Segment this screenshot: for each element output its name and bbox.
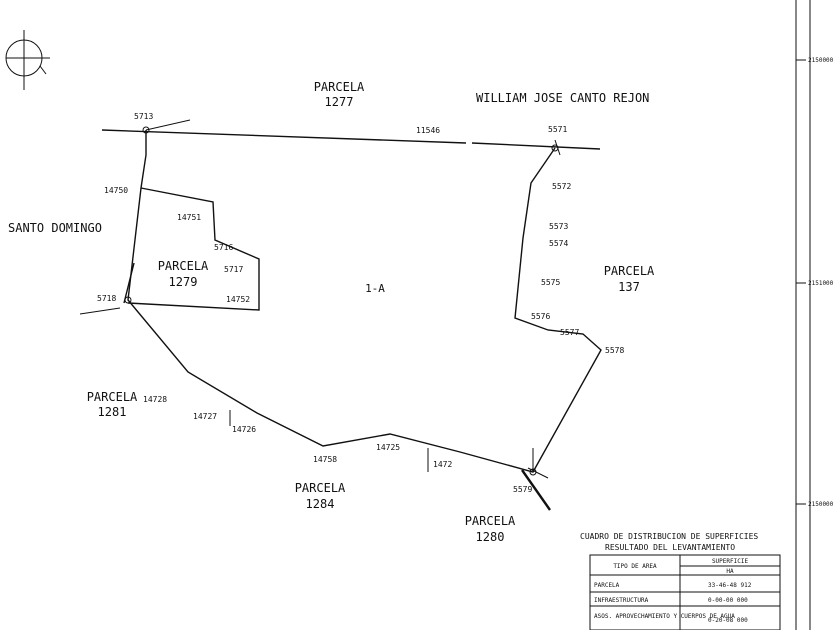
vertex-5579: 5579 (513, 485, 532, 494)
vertex-5572: 5572 (552, 182, 571, 191)
vertex-11546: 11546 (416, 126, 440, 135)
table-row-type: PARCELA (594, 582, 620, 589)
north-boundary (101, 119, 601, 156)
vertex-14751: 14751 (177, 213, 201, 222)
table-col2-header: SUPERFICIE (712, 558, 749, 565)
vertex-5575: 5575 (541, 278, 560, 287)
parcel-1280-number: 1280 (476, 530, 505, 544)
table-row-area: 33-46-48 912 (708, 582, 752, 589)
vertex-5574: 5574 (549, 239, 568, 248)
vertex-5573: 5573 (549, 222, 568, 231)
vertex-14750: 14750 (104, 186, 128, 195)
vertex-5713: 5713 (134, 112, 153, 121)
west-stubs (79, 262, 135, 315)
parcel-1279-name: PARCELA (158, 259, 209, 273)
vertex-14728: 14728 (143, 395, 167, 404)
vertex-markers (124, 126, 559, 476)
vertex-5716: 5716 (214, 243, 233, 252)
vertex-5578: 5578 (605, 346, 624, 355)
parcel-1a-boundary (127, 130, 602, 473)
owner-north-east: WILLIAM JOSE CANTO REJON (476, 91, 649, 105)
parcel-1277-number: 1277 (325, 95, 354, 109)
table-row-type: INFRAESTRUCTURA (594, 597, 649, 604)
table-col2-sub: HA (726, 568, 734, 575)
vertex-14727: 14727 (193, 412, 217, 421)
table-row-type: ASOS. APROVECHAMIENTO Y CUERPOS DE AGUA (594, 613, 735, 620)
table-title-line2: RESULTADO DEL LEVANTAMIENTO (605, 543, 735, 552)
parcel-1281-name: PARCELA (87, 390, 138, 404)
vertex-5571: 5571 (548, 125, 567, 134)
coordinate-mid: 2151000 (808, 280, 834, 287)
vertex-14752: 14752 (226, 295, 250, 304)
table-col1-header: TIPO DE AREA (613, 563, 657, 570)
parcel-137-name: PARCELA (604, 264, 655, 278)
vertex-5577: 5577 (560, 328, 579, 337)
map-frame-right (795, 0, 811, 630)
north-arrow-icon (5, 30, 50, 90)
table-row-area: 0-20-08 000 (708, 617, 748, 624)
vertex-14726: 14726 (232, 425, 256, 434)
coordinate-bottom: 2150000 (808, 501, 834, 508)
vertex-1472: 1472 (433, 460, 452, 469)
parcel-center-label: 1-A (365, 282, 385, 295)
parcel-137-number: 137 (618, 280, 640, 294)
parcel-1284-name: PARCELA (295, 481, 346, 495)
vertex-5576: 5576 (531, 312, 550, 321)
parcel-1279-boundary (127, 187, 260, 311)
vertex-5717: 5717 (224, 265, 243, 274)
corner-marks (229, 410, 551, 511)
vertex-14725: 14725 (376, 443, 400, 452)
parcel-1284-number: 1284 (306, 497, 335, 511)
parcel-1279-number: 1279 (169, 275, 198, 289)
owner-west: SANTO DOMINGO (8, 221, 102, 235)
table-title-line1: CUADRO DE DISTRIBUCION DE SUPERFICIES (580, 532, 758, 541)
vertex-14758: 14758 (313, 455, 337, 464)
parcel-1281-number: 1281 (98, 405, 127, 419)
vertex-5718: 5718 (97, 294, 116, 303)
coordinate-top: 2150000 (808, 57, 834, 64)
parcel-1277-name: PARCELA (314, 80, 365, 94)
parcel-1280-name: PARCELA (465, 514, 516, 528)
table-row-area: 0-00-00 000 (708, 597, 748, 604)
surface-distribution-table (589, 554, 781, 630)
